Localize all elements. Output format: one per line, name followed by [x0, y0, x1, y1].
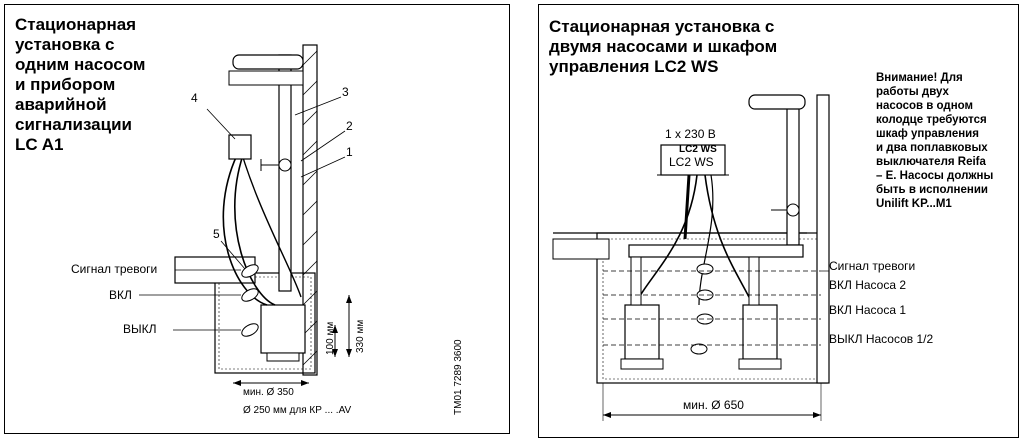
dim-100: 100 мм: [325, 321, 336, 355]
level-alarm: Сигнал тревоги: [829, 259, 916, 273]
wall: [302, 44, 318, 376]
alarm-device: [228, 134, 252, 160]
left-diagram-drawing: [139, 44, 352, 386]
callout-5: 5: [213, 227, 220, 241]
discharge-pipe: [278, 54, 292, 292]
callout-3: 3: [342, 85, 349, 99]
warning-note: Внимание! Для работы двух насосов в одно…: [876, 72, 994, 210]
level-on-1: ВКЛ Насоса 1: [829, 303, 907, 317]
pump-1: [624, 304, 660, 360]
box-label: LC2 WS: [669, 155, 714, 169]
callout-4: 4: [191, 91, 198, 105]
left-title: Стационарная установка с одним насосом и…: [15, 15, 146, 154]
label-off: ВЫКЛ: [123, 322, 157, 336]
pump: [260, 304, 306, 354]
right-diagram-panel: Стационарная установка с двумя насосами …: [538, 4, 1019, 438]
supply-label: 1 x 230 В: [665, 127, 716, 141]
drawing-code: TM01 7289 3600: [453, 339, 464, 415]
box-label-small: LC2 WS: [679, 144, 717, 155]
callout-2: 2: [346, 119, 353, 133]
label-on: ВКЛ: [109, 288, 132, 302]
wall: [816, 94, 830, 384]
left-diagram-panel: Стационарная установка с одним насосом и…: [4, 4, 510, 434]
dim-min-diameter: мин. Ø 650: [683, 398, 744, 412]
pump-2: [742, 304, 778, 360]
control-box: [660, 144, 726, 176]
pit: [214, 272, 316, 374]
level-on-2: ВКЛ Насоса 2: [829, 278, 907, 292]
callout-1: 1: [346, 145, 353, 159]
right-title: Стационарная установка с двумя насосами …: [549, 17, 778, 76]
level-off: ВЫКЛ Насосов 1/2: [829, 332, 934, 346]
dim-min-diameter: мин. Ø 350: [243, 387, 294, 398]
dim-kp-note: Ø 250 мм для КР ... .AV: [243, 405, 352, 416]
dim-330: 330 мм: [355, 319, 366, 353]
label-alarm: Сигнал тревоги: [71, 262, 158, 276]
right-diagram-drawing: [552, 94, 830, 421]
